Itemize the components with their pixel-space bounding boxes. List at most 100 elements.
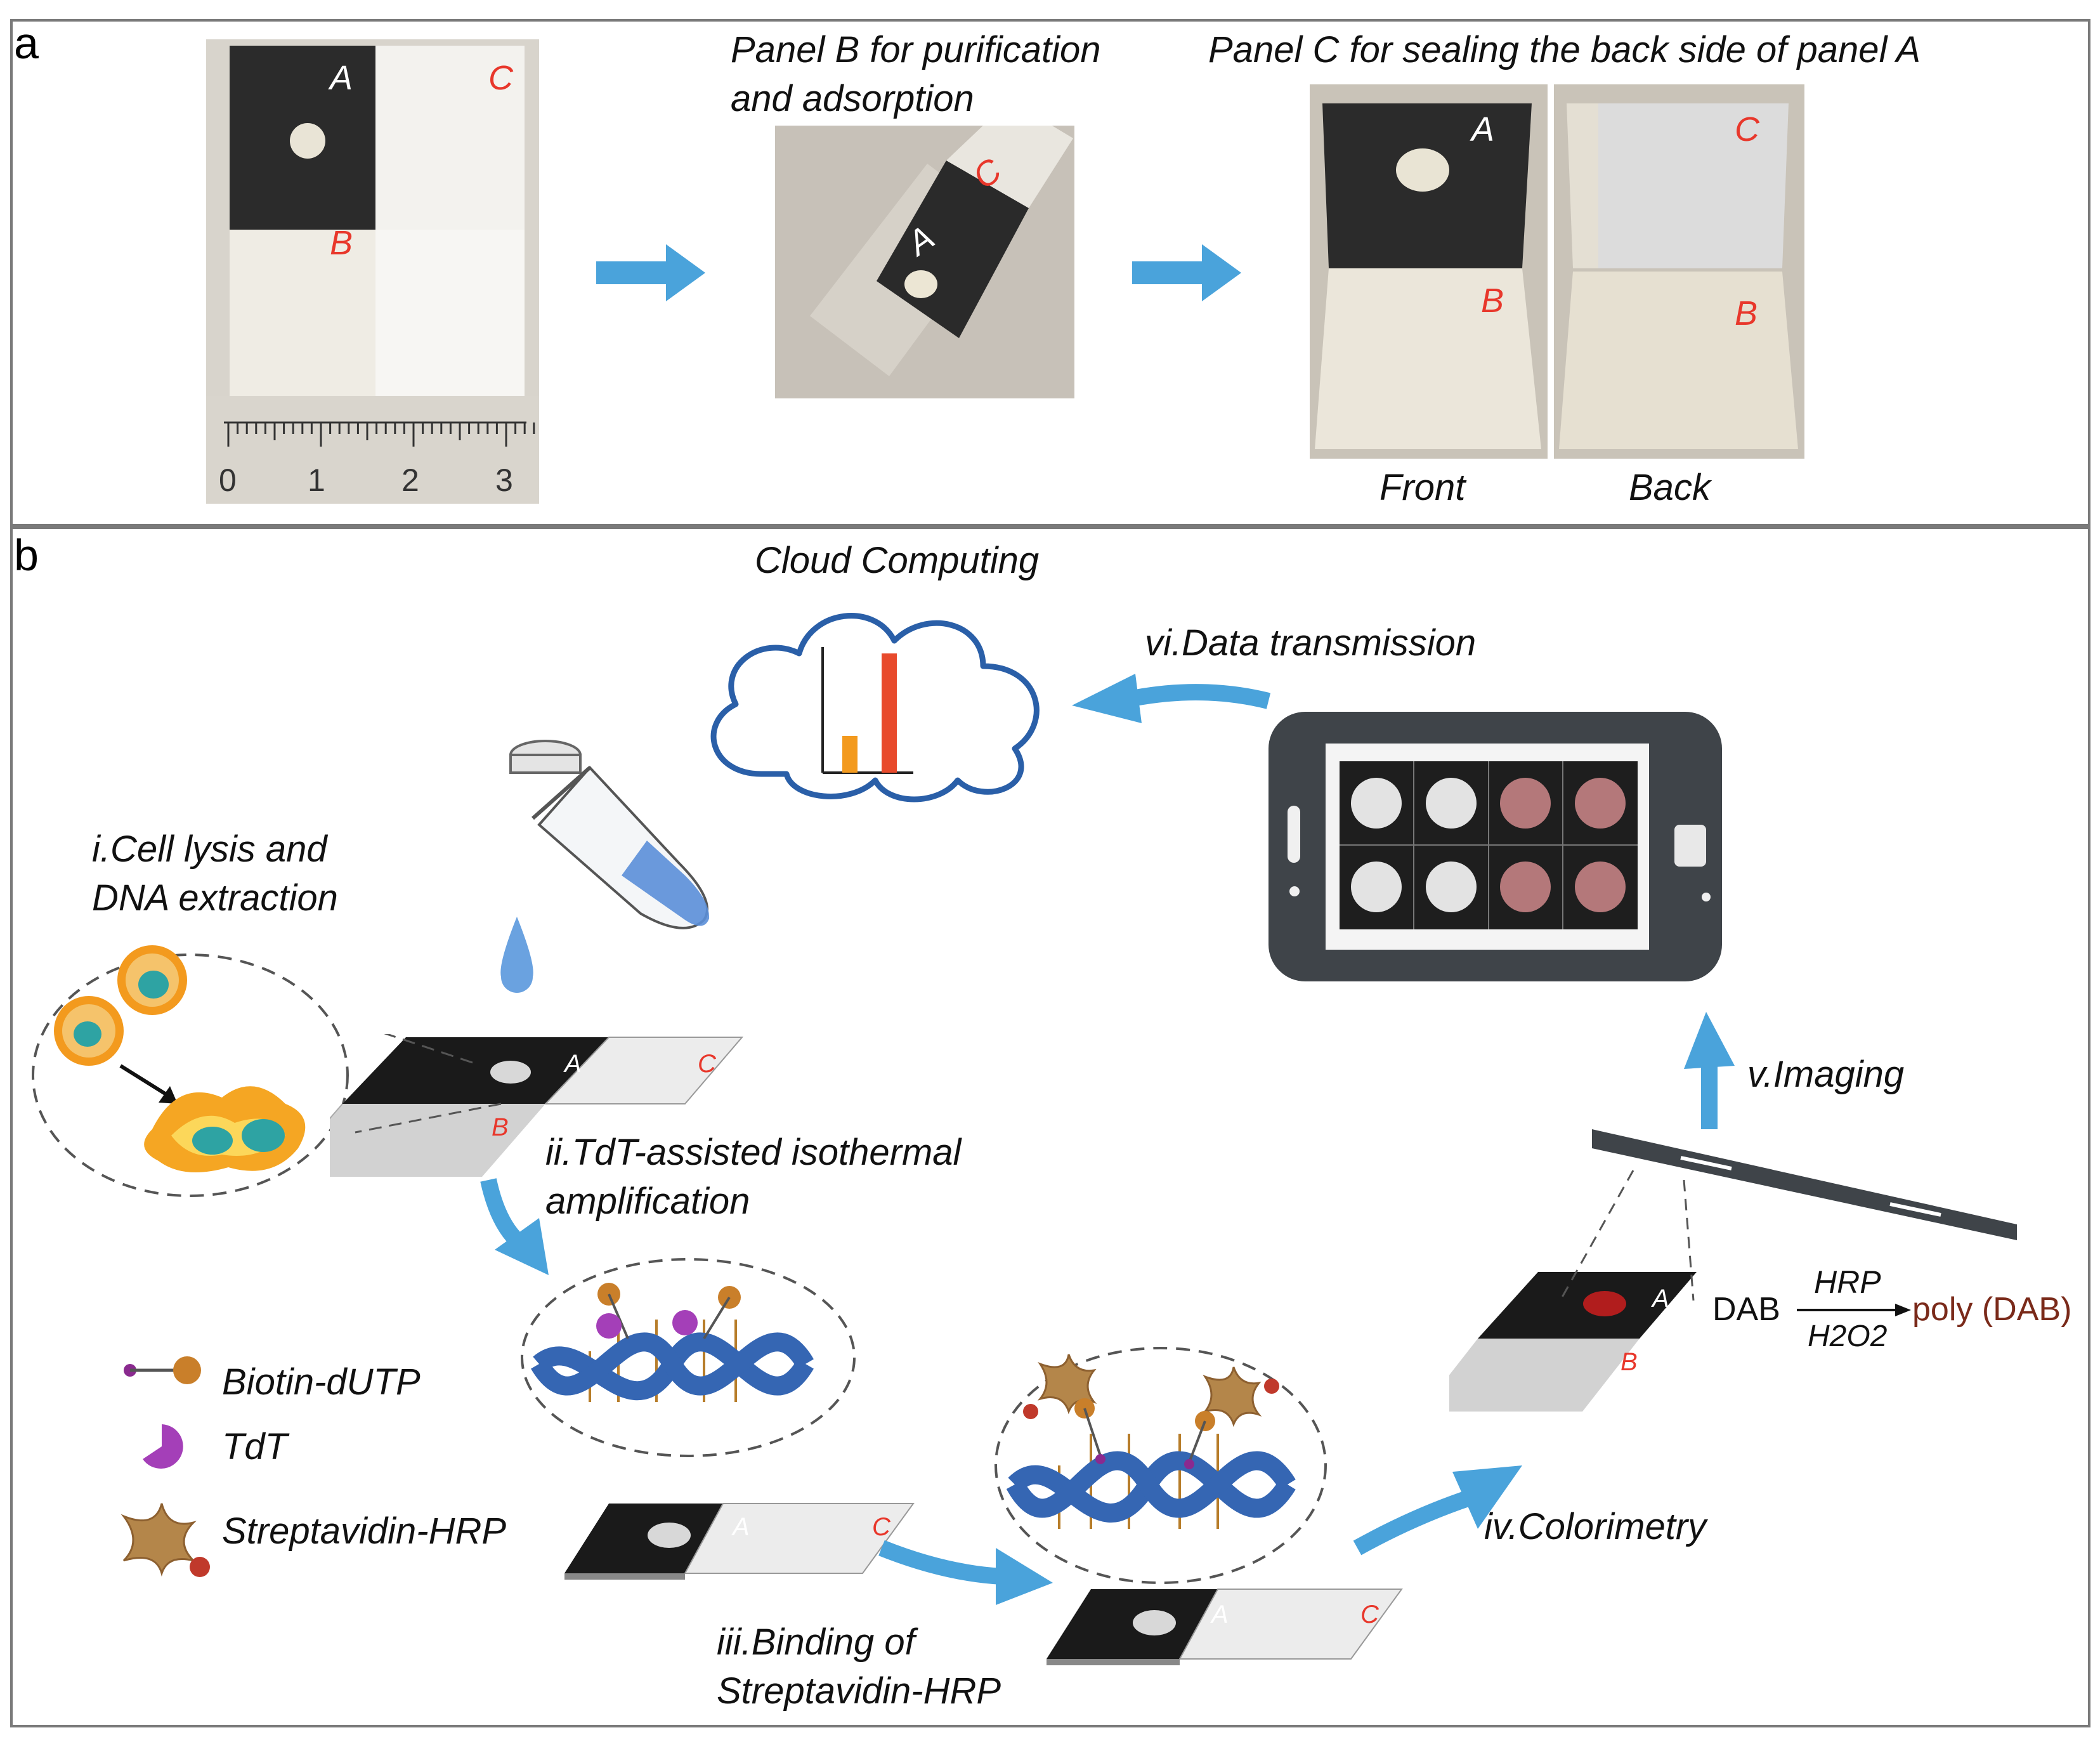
well-1	[1351, 778, 1402, 829]
photo1-label-c: C	[488, 59, 513, 97]
drop-icon	[500, 917, 533, 993]
step-i-line2: DNA extraction	[92, 877, 338, 919]
dna-bubble-iii	[995, 1347, 1327, 1584]
photo-folded-chip: A C	[775, 126, 1074, 398]
panel-a-frame	[10, 19, 2090, 527]
imaging-camera-bar	[1592, 1129, 2017, 1240]
photo4-label-b: B	[1735, 294, 1758, 332]
well-8	[1575, 862, 1626, 912]
chip-blank	[375, 230, 525, 396]
cloud-icon	[710, 613, 1040, 803]
reaction-enzyme: HRP	[1814, 1264, 1881, 1300]
cell-2	[117, 945, 187, 1015]
cell-1	[54, 996, 124, 1066]
step-iii-line1: iii.Binding of	[717, 1622, 915, 1663]
well-5	[1351, 862, 1402, 912]
legend-streptavidin-label: Streptavidin-HRP	[222, 1510, 507, 1552]
reaction-cofactor: H2O2	[1808, 1320, 1888, 1353]
device-2: A C	[564, 1503, 915, 1580]
legend-biotin-label: Biotin-dUTP	[222, 1361, 421, 1403]
step-vi-label: vi.Data transmission	[1145, 622, 1477, 664]
legend-biotin-icon	[124, 1356, 201, 1384]
cell-lysis-bubble	[32, 945, 349, 1197]
caption-back: Back	[1629, 467, 1711, 508]
reaction-substrate: DAB	[1712, 1291, 1780, 1328]
device1-label-b: B	[492, 1113, 509, 1141]
caption-panel-b-line1: Panel B for purification	[731, 29, 1101, 70]
well-4	[1575, 778, 1626, 829]
phone-camera	[1289, 886, 1300, 896]
photo3-label-a: A	[1471, 110, 1495, 148]
panel-b-frame	[10, 527, 2090, 1727]
dna-bubble-ii	[521, 1258, 856, 1457]
device2-label-a: A	[731, 1513, 750, 1541]
device-3: A C	[1047, 1589, 1403, 1665]
arrow-v	[1684, 1012, 1735, 1129]
panel-a-letter: a	[14, 18, 39, 68]
device-1: A C B	[330, 1034, 744, 1177]
folded-chip-drawing	[810, 126, 1073, 376]
ruler-tick-2: 2	[401, 462, 419, 498]
legend-tdt-label: TdT	[222, 1426, 288, 1467]
chip-panel-b	[230, 230, 375, 396]
photo-front: A B	[1310, 84, 1548, 459]
chip-hole	[290, 123, 325, 159]
step-iii-label: iii.Binding of Streptavidin-HRP	[717, 1618, 1001, 1715]
device1-label-c: C	[698, 1050, 717, 1078]
ruler-tick-0: 0	[219, 462, 237, 498]
caption-panel-b-line2: and adsorption	[731, 78, 974, 120]
back-chip-drawing	[1559, 103, 1798, 449]
device4-label-b: B	[1621, 1348, 1638, 1376]
legend-tdt-icon	[143, 1424, 183, 1469]
photo1-label-a: A	[330, 59, 353, 97]
well-2	[1426, 778, 1477, 829]
step-i-line1: i.Cell lysis and	[92, 829, 327, 870]
cloud-bar-chart	[821, 647, 913, 774]
phone-speaker	[1288, 806, 1300, 863]
chip-panel-a	[230, 46, 375, 230]
tube-icon	[509, 740, 710, 929]
bar-red	[882, 653, 897, 773]
photo3-label-b: B	[1481, 282, 1504, 320]
device-4: A B	[1449, 1272, 1697, 1412]
well-3	[1500, 778, 1551, 829]
bar-orange	[842, 736, 858, 773]
lysed-cells	[144, 1086, 306, 1172]
arrow-iii	[878, 1540, 1053, 1605]
arrow-vi	[1072, 674, 1271, 723]
chip-panel-c	[375, 46, 525, 230]
arrow-a1	[596, 244, 705, 301]
device4-label-a: A	[1651, 1285, 1669, 1313]
step-iii-line2: Streptavidin-HRP	[717, 1670, 1001, 1712]
arrow-iv	[1353, 1465, 1522, 1556]
well-grid-drawing	[1340, 761, 1638, 929]
device3-label-c: C	[1360, 1601, 1379, 1628]
panel-b-letter: b	[14, 530, 39, 580]
caption-panel-b: Panel B for purification and adsorption	[731, 25, 1101, 123]
device2-label-c: C	[872, 1513, 891, 1541]
step-ii-line2: amplification	[545, 1181, 750, 1222]
photo-back: C B	[1554, 84, 1804, 459]
device3-label-a: A	[1210, 1601, 1229, 1628]
arrow-a2	[1132, 244, 1241, 301]
phone-dot	[1702, 893, 1711, 901]
ruler-tick-3: 3	[495, 462, 513, 498]
ruler-tick-1: 1	[308, 462, 325, 498]
photo4-label-c: C	[1735, 110, 1759, 148]
cloud-computing-label: Cloud Computing	[755, 540, 1040, 581]
legend-streptavidin-icon	[121, 1503, 210, 1577]
well-7	[1500, 862, 1551, 912]
photo-chip-with-ruler: A C B 0 1 2 3	[206, 39, 539, 504]
well-6	[1426, 862, 1477, 912]
smartphone	[1268, 712, 1722, 981]
ruler: 0 1 2 3	[206, 396, 539, 504]
phone-home-button	[1674, 825, 1706, 867]
caption-front: Front	[1379, 467, 1466, 508]
step-i-label: i.Cell lysis and DNA extraction	[92, 825, 338, 922]
imaging-dashed-lines	[1559, 1170, 1695, 1301]
step-ii-line1: ii.TdT-assisted isothermal	[545, 1132, 962, 1173]
step-ii-label: ii.TdT-assisted isothermal amplification	[545, 1128, 961, 1226]
arrow-ii	[480, 1178, 549, 1275]
reaction-product: poly (DAB)	[1912, 1291, 2072, 1328]
caption-panel-c: Panel C for sealing the back side of pan…	[1208, 29, 1921, 70]
